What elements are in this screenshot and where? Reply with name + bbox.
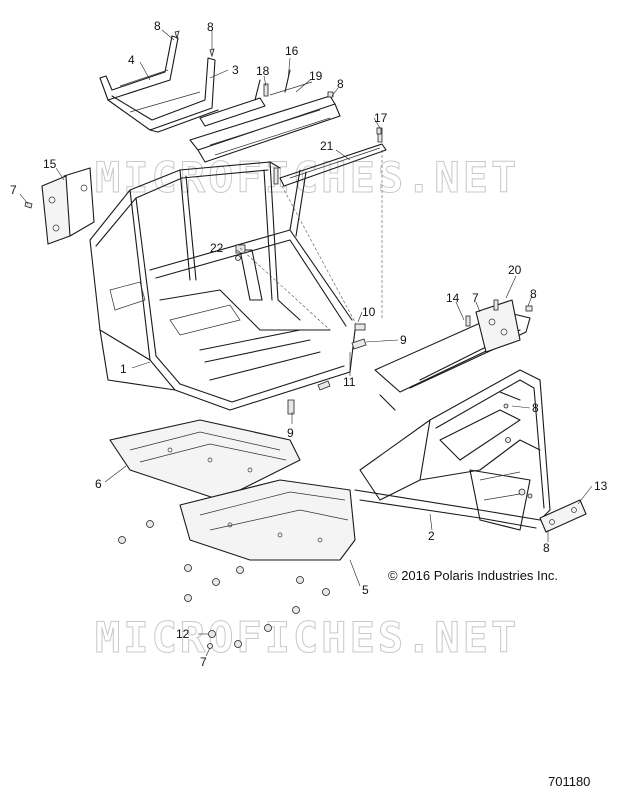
seat-bracket-assembly [99, 35, 219, 133]
upper-fasteners [24, 30, 533, 499]
front-skid-plate [109, 419, 301, 501]
front-bracket [41, 167, 95, 245]
callout-22: 22 [210, 241, 224, 255]
callout-7: 7 [10, 183, 17, 197]
callout-16: 16 [285, 44, 299, 58]
callout-8: 8 [337, 77, 344, 91]
watermark-bottom: MICROFICHES.NET [95, 613, 519, 662]
callout-7: 7 [472, 291, 479, 305]
callout-6: 6 [95, 477, 102, 491]
main-frame [89, 161, 356, 411]
callout-19: 19 [309, 69, 323, 83]
callout-3: 3 [232, 63, 239, 77]
callout-9: 9 [400, 333, 407, 347]
rear-skid-plate [179, 479, 356, 561]
callout-12: 12 [176, 627, 190, 641]
callout-8: 8 [543, 541, 550, 555]
callout-17: 17 [374, 111, 388, 125]
leader-lines [19, 29, 593, 657]
callout-8: 8 [207, 20, 214, 34]
callout-8: 8 [532, 401, 539, 415]
alignment-line-3 [239, 247, 331, 331]
callout-7: 7 [200, 655, 207, 669]
callout-9: 9 [287, 426, 294, 440]
seat-slide-assembly [189, 69, 341, 163]
callout-18: 18 [256, 64, 270, 78]
callout-labels: 8 8 4 3 16 18 19 8 17 15 7 21 22 20 14 7… [10, 19, 608, 669]
rear-frame [354, 299, 551, 531]
reference-number: 701180 [548, 774, 590, 789]
callout-10: 10 [362, 305, 376, 319]
alignment-line-2 [281, 185, 357, 325]
callout-13: 13 [594, 479, 608, 493]
callout-8: 8 [154, 19, 161, 33]
callout-11: 11 [343, 375, 356, 389]
callout-5: 5 [362, 583, 369, 597]
callout-14: 14 [446, 291, 460, 305]
copyright-notice: © 2016 Polaris Industries Inc. [388, 568, 558, 583]
callout-8: 8 [530, 287, 537, 301]
callout-15: 15 [43, 157, 57, 171]
callout-2: 2 [428, 529, 435, 543]
skid-plate-fasteners [118, 520, 330, 649]
callout-4: 4 [128, 53, 135, 67]
rear-bracket [539, 499, 587, 533]
callout-1: 1 [120, 362, 127, 376]
callout-21: 21 [320, 139, 334, 153]
main-frame-fasteners [235, 244, 367, 415]
callout-20: 20 [508, 263, 522, 277]
